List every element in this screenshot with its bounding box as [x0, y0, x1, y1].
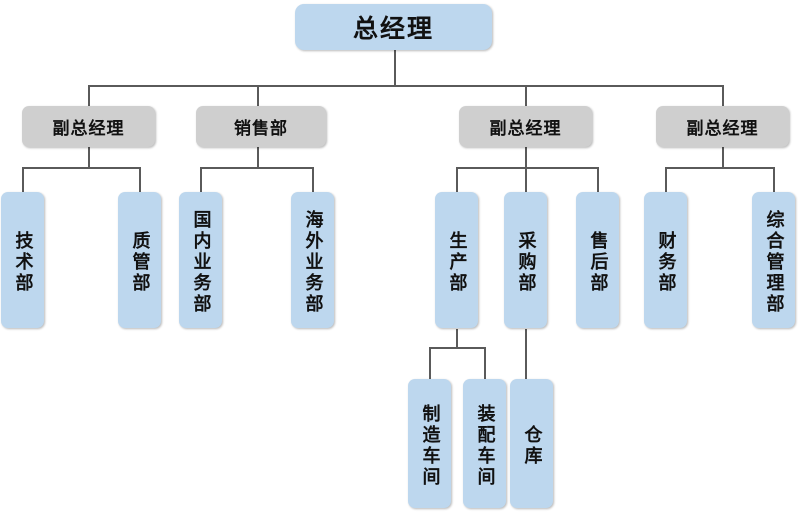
- connector-drop-deputy1: [88, 85, 90, 106]
- connector-drop-assembly: [484, 347, 486, 379]
- connector-stem-deputy2: [525, 147, 527, 168]
- connector-drop-manufacturing: [429, 347, 431, 379]
- node-label: 销售部: [234, 119, 288, 139]
- node-sales-dept[interactable]: 销售部: [196, 106, 326, 147]
- connector-stem-deputy1: [88, 147, 90, 168]
- connector-bus-deputy3: [665, 167, 775, 169]
- node-overseas-business-dept[interactable]: 海外业务部: [291, 192, 334, 328]
- node-label: 采购部: [515, 230, 537, 294]
- node-quality-dept[interactable]: 质管部: [118, 192, 161, 328]
- node-after-sales-dept[interactable]: 售后部: [576, 192, 619, 328]
- node-general-manager[interactable]: 总经理: [295, 4, 492, 50]
- node-label: 副总经理: [686, 119, 759, 139]
- node-label: 质管部: [129, 230, 151, 294]
- connector-drop-admin: [773, 167, 775, 193]
- node-label: 技术部: [12, 230, 34, 294]
- connector-stem-production: [456, 329, 458, 348]
- connector-drop-purchasing: [525, 167, 527, 193]
- node-label: 综合管理部: [763, 209, 785, 315]
- connector-drop-deputy3: [722, 85, 724, 106]
- node-label: 生产部: [446, 230, 468, 294]
- connector-drop-tech: [22, 167, 24, 193]
- node-domestic-business-dept[interactable]: 国内业务部: [179, 192, 222, 328]
- node-production-dept[interactable]: 生产部: [435, 192, 478, 328]
- node-label: 副总经理: [489, 119, 562, 139]
- node-label: 财务部: [655, 230, 677, 294]
- connector-drop-production: [456, 167, 458, 193]
- connector-drop-sales: [257, 85, 259, 106]
- connector-drop-aftersales: [597, 167, 599, 193]
- node-label: 装配车间: [474, 403, 496, 488]
- connector-drop-quality: [139, 167, 141, 193]
- connector-stem-sales: [257, 147, 259, 168]
- node-warehouse[interactable]: 仓库: [510, 379, 553, 508]
- connector-drop-overseas: [312, 167, 314, 193]
- connector-root-stem: [394, 50, 396, 86]
- connector-drop-domestic: [200, 167, 202, 193]
- node-label: 仓库: [521, 424, 543, 467]
- node-tech-dept[interactable]: 技术部: [1, 192, 44, 328]
- node-label: 总经理: [352, 14, 434, 43]
- node-assembly-workshop[interactable]: 装配车间: [463, 379, 506, 508]
- connector-stem-deputy3: [722, 147, 724, 168]
- node-deputy-gm-2[interactable]: 副总经理: [459, 106, 592, 147]
- connector-drop-warehouse: [525, 329, 527, 379]
- connector-drop-deputy2: [525, 85, 527, 106]
- node-label: 售后部: [587, 230, 609, 294]
- connector-level2-bus: [88, 85, 724, 87]
- node-purchasing-dept[interactable]: 采购部: [504, 192, 547, 328]
- connector-bus-deputy1: [22, 167, 141, 169]
- connector-bus-production: [429, 347, 485, 349]
- node-label: 副总经理: [52, 119, 125, 139]
- node-deputy-gm-3[interactable]: 副总经理: [656, 106, 789, 147]
- connector-bus-deputy2: [456, 167, 599, 169]
- connector-drop-finance: [665, 167, 667, 193]
- node-general-admin-dept[interactable]: 综合管理部: [752, 192, 795, 328]
- node-label: 制造车间: [419, 403, 441, 488]
- node-label: 海外业务部: [302, 209, 324, 315]
- node-finance-dept[interactable]: 财务部: [644, 192, 687, 328]
- connector-bus-sales: [200, 167, 314, 169]
- node-deputy-gm-1[interactable]: 副总经理: [22, 106, 155, 147]
- node-manufacturing-workshop[interactable]: 制造车间: [408, 379, 451, 508]
- node-label: 国内业务部: [190, 209, 212, 315]
